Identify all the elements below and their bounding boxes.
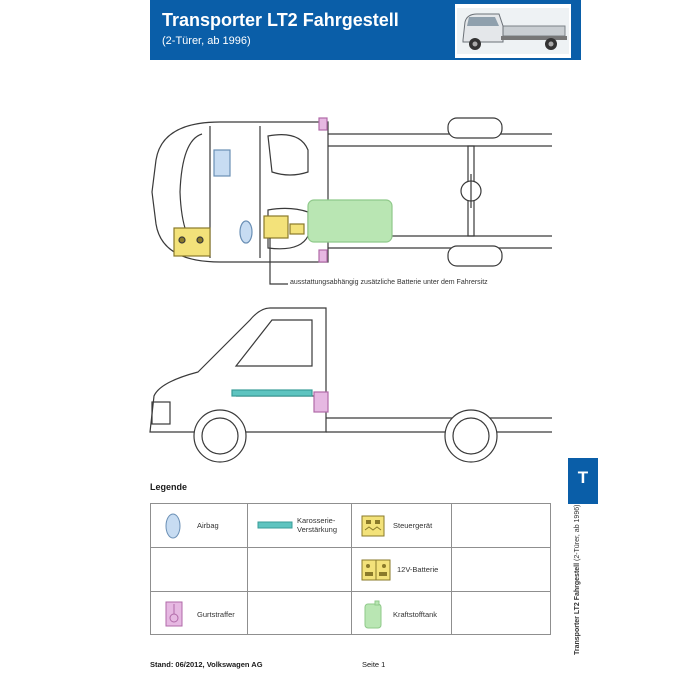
pickup-truck-photo-icon bbox=[455, 4, 571, 58]
vertical-subtitle: (2-Türer, ab 1996) bbox=[574, 504, 581, 561]
legend-label-control-unit: Steuergerät bbox=[393, 521, 433, 530]
legend-label-battery: 12V-Batterie bbox=[397, 565, 439, 574]
footer-stand: Stand: 06/2012, Volkswagen AG bbox=[150, 660, 263, 669]
legend-divider bbox=[151, 547, 550, 548]
legend-title: Legende bbox=[150, 482, 188, 492]
legend-divider bbox=[151, 591, 550, 592]
control-unit-icon bbox=[361, 515, 385, 537]
side-view bbox=[149, 307, 552, 463]
vertical-running-title: Transporter LT2 Fahrgestell (2-Türer, ab… bbox=[574, 495, 581, 655]
footer-page-number: Seite 1 bbox=[362, 660, 386, 669]
section-tab: T bbox=[568, 458, 598, 504]
legend-label-belt-tensioner: Gurtstraffer bbox=[197, 610, 235, 619]
diagram-callout: ausstattungsabhängig zusätzliche Batteri… bbox=[290, 279, 488, 286]
section-tab-letter: T bbox=[577, 468, 589, 487]
page-title: Transporter LT2 Fahrgestell bbox=[162, 10, 399, 30]
reinforcement-icon bbox=[257, 521, 293, 529]
fuel-tank-icon bbox=[364, 600, 382, 629]
legend-label-fuel-tank: Kraftstofftank bbox=[393, 610, 438, 619]
top-view bbox=[151, 117, 552, 285]
airbag-icon bbox=[165, 513, 181, 539]
legend-divider bbox=[451, 504, 452, 634]
legend-table: Airbag Karosserie- Verstärkung Steuerger… bbox=[150, 503, 551, 635]
legend-divider bbox=[247, 504, 248, 634]
legend-label-airbag: Airbag bbox=[197, 521, 219, 530]
vertical-title: Transporter LT2 Fahrgestell bbox=[574, 562, 581, 655]
belt-tensioner-icon bbox=[165, 601, 183, 627]
legend-divider bbox=[351, 504, 352, 634]
legend-label-reinforcement: Karosserie- Verstärkung bbox=[297, 516, 337, 534]
reinforcement-line1: Karosserie- bbox=[297, 516, 336, 525]
vehicle-diagram bbox=[149, 117, 552, 463]
battery-icon bbox=[361, 559, 391, 581]
header-banner: Transporter LT2 Fahrgestell (2-Türer, ab… bbox=[150, 0, 581, 60]
reinforcement-line2: Verstärkung bbox=[297, 525, 338, 534]
page-subtitle: (2-Türer, ab 1996) bbox=[162, 35, 251, 47]
